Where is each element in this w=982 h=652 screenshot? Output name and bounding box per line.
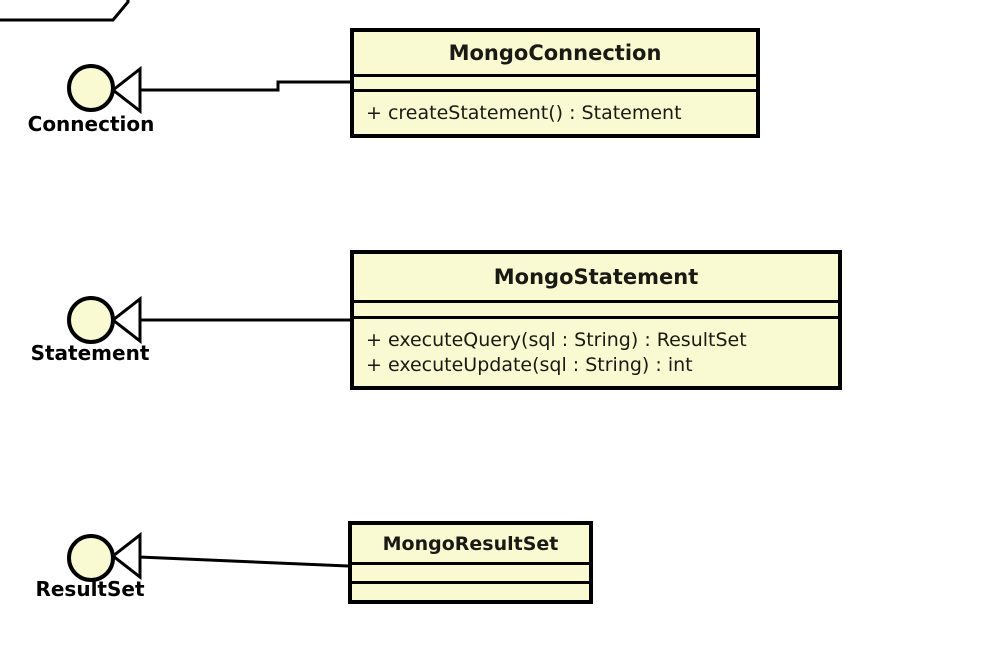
class-operation: + executeUpdate(sql : String) : int	[366, 353, 693, 376]
uml-class-mongo-statement[interactable]: MongoStatement + executeQuery(sql : Strin…	[350, 250, 842, 390]
class-operations-mongo-connection: + createStatement() : Statement	[354, 89, 756, 134]
interface-circle-icon	[67, 64, 115, 112]
cut-off-package-shape	[0, 0, 130, 22]
class-operation: + executeQuery(sql : String) : ResultSet	[366, 329, 747, 352]
interface-circle-icon	[67, 296, 115, 344]
realization-arrowhead	[110, 531, 142, 581]
uml-class-mongo-connection[interactable]: MongoConnection + createStatement() : Sta…	[350, 28, 760, 138]
uml-class-mongo-resultset[interactable]: MongoResultSet	[348, 521, 593, 604]
connector-line	[137, 80, 350, 92]
class-attributes-mongo-statement	[354, 300, 838, 316]
class-operations-mongo-statement: + executeQuery(sql : String) : ResultSet…	[354, 316, 838, 386]
class-name-mongo-statement: MongoStatement	[493, 265, 699, 289]
interface-label-connection: Connection	[27, 112, 155, 136]
class-name-mongo-connection: MongoConnection	[448, 41, 662, 65]
cut-off-package-outline	[0, 0, 130, 22]
connector-line	[138, 555, 349, 568]
interface-label-resultset: ResultSet	[35, 577, 145, 601]
realization-arrowhead	[110, 295, 142, 345]
class-name-mongo-resultset: MongoResultSet	[382, 532, 559, 555]
interface-circle-icon	[67, 534, 115, 582]
class-attributes-mongo-resultset	[352, 562, 589, 581]
realization-arrowhead	[110, 65, 142, 115]
class-attributes-mongo-connection	[354, 74, 756, 89]
class-operation: + createStatement() : Statement	[366, 101, 682, 124]
class-operations-mongo-resultset	[352, 581, 589, 600]
interface-label-statement: Statement	[30, 341, 150, 365]
